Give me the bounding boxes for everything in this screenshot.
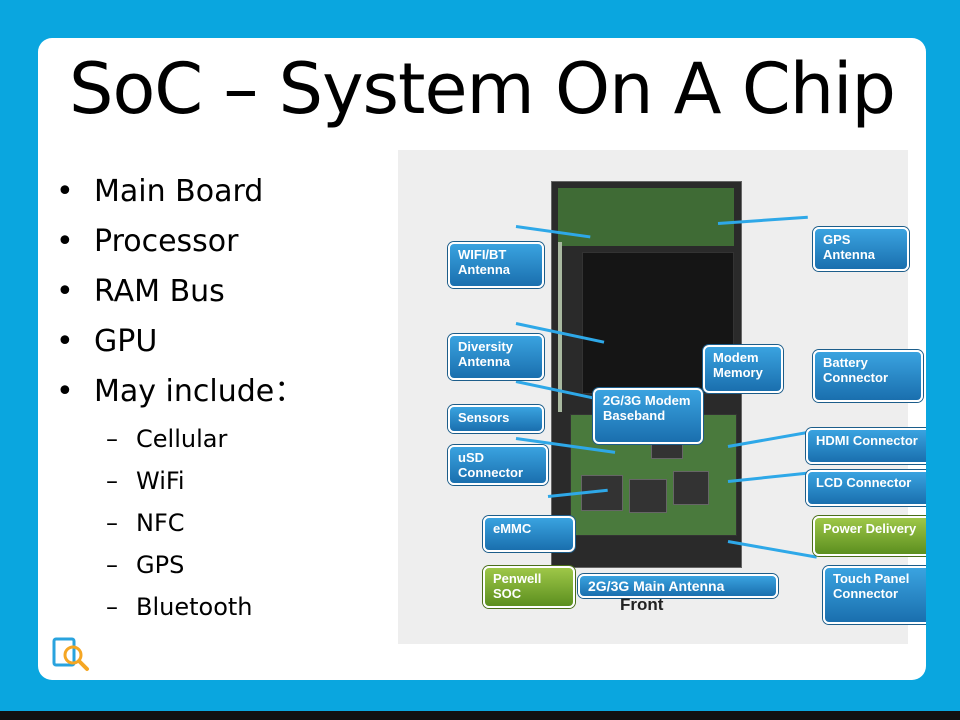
callout-emmc: eMMC [483, 516, 575, 552]
bullet-text: Main Board [94, 174, 264, 209]
chip [629, 479, 667, 513]
bullet-marker: • [56, 374, 74, 409]
slide: SoC – System On A Chip • Main Board • Proc… [38, 38, 926, 680]
callout-hdmi-connector: HDMI Connector [806, 428, 926, 464]
sub-bullet-item: –NFC [56, 508, 396, 550]
callout-modem-baseband: 2G/3G Modem Baseband [593, 388, 703, 444]
bullet-item: • Main Board [56, 174, 396, 224]
callout-usd-connector: uSD Connector [448, 445, 548, 485]
bullet-item: • RAM Bus [56, 274, 396, 324]
sub-bullet-item: –Cellular [56, 424, 396, 466]
phone-board-figure: WIFI/BT Antenna Diversity Antenna Sensor… [398, 150, 926, 644]
sub-bullet-text: Cellular [136, 425, 228, 453]
callout-diversity-antenna: Diversity Antenna [448, 334, 544, 380]
bottom-strip [0, 711, 960, 720]
bullet-item: • Processor [56, 224, 396, 274]
bullet-text: Processor [94, 224, 239, 259]
callout-touch-panel-connector: Touch Panel Connector [823, 566, 926, 624]
sub-bullet-text: NFC [136, 509, 185, 537]
sub-bullet-text: GPS [136, 551, 185, 579]
callout-gps-antenna: GPS Antenna [813, 227, 909, 271]
bullet-item: • May include： [56, 374, 396, 424]
bullet-marker: – [106, 509, 118, 537]
magnifier-logo-icon [52, 637, 89, 671]
callout-power-delivery: Power Delivery [813, 516, 926, 556]
callout-penwell-soc: Penwell SOC [483, 566, 575, 608]
sub-bullet-item: –Bluetooth [56, 592, 396, 634]
bullet-list: • Main Board • Processor • RAM Bus • GPU • Ma… [56, 174, 396, 634]
bullet-marker: – [106, 551, 118, 579]
bullet-text: RAM Bus [94, 274, 225, 309]
bullet-item: • GPU [56, 324, 396, 374]
bullet-marker: • [56, 174, 74, 209]
figure-caption: Front [620, 595, 664, 614]
bullet-marker: • [56, 224, 74, 259]
callout-main-antenna: 2G/3G Main Antenna [578, 574, 778, 598]
sub-bullet-item: –GPS [56, 550, 396, 592]
antenna-cable [558, 242, 562, 412]
sub-bullet-text: Bluetooth [136, 593, 253, 621]
bullet-text: GPU [94, 324, 158, 359]
chip [673, 471, 709, 505]
bullet-marker: – [106, 425, 118, 453]
callout-sensors: Sensors [448, 405, 544, 433]
sub-bullet-item: –WiFi [56, 466, 396, 508]
bullet-marker: – [106, 467, 118, 495]
bullet-marker: • [56, 274, 74, 309]
sub-bullet-text: WiFi [136, 467, 185, 495]
slide-title: SoC – System On A Chip [69, 48, 896, 130]
bullet-marker: • [56, 324, 74, 359]
bullet-marker: – [106, 593, 118, 621]
bullet-text: May include： [94, 374, 305, 409]
callout-modem-memory: Modem Memory [703, 345, 783, 393]
callout-wifi-bt-antenna: WIFI/BT Antenna [448, 242, 544, 288]
callout-lcd-connector: LCD Connector [806, 470, 926, 506]
callout-battery-connector: Battery Connector [813, 350, 923, 402]
